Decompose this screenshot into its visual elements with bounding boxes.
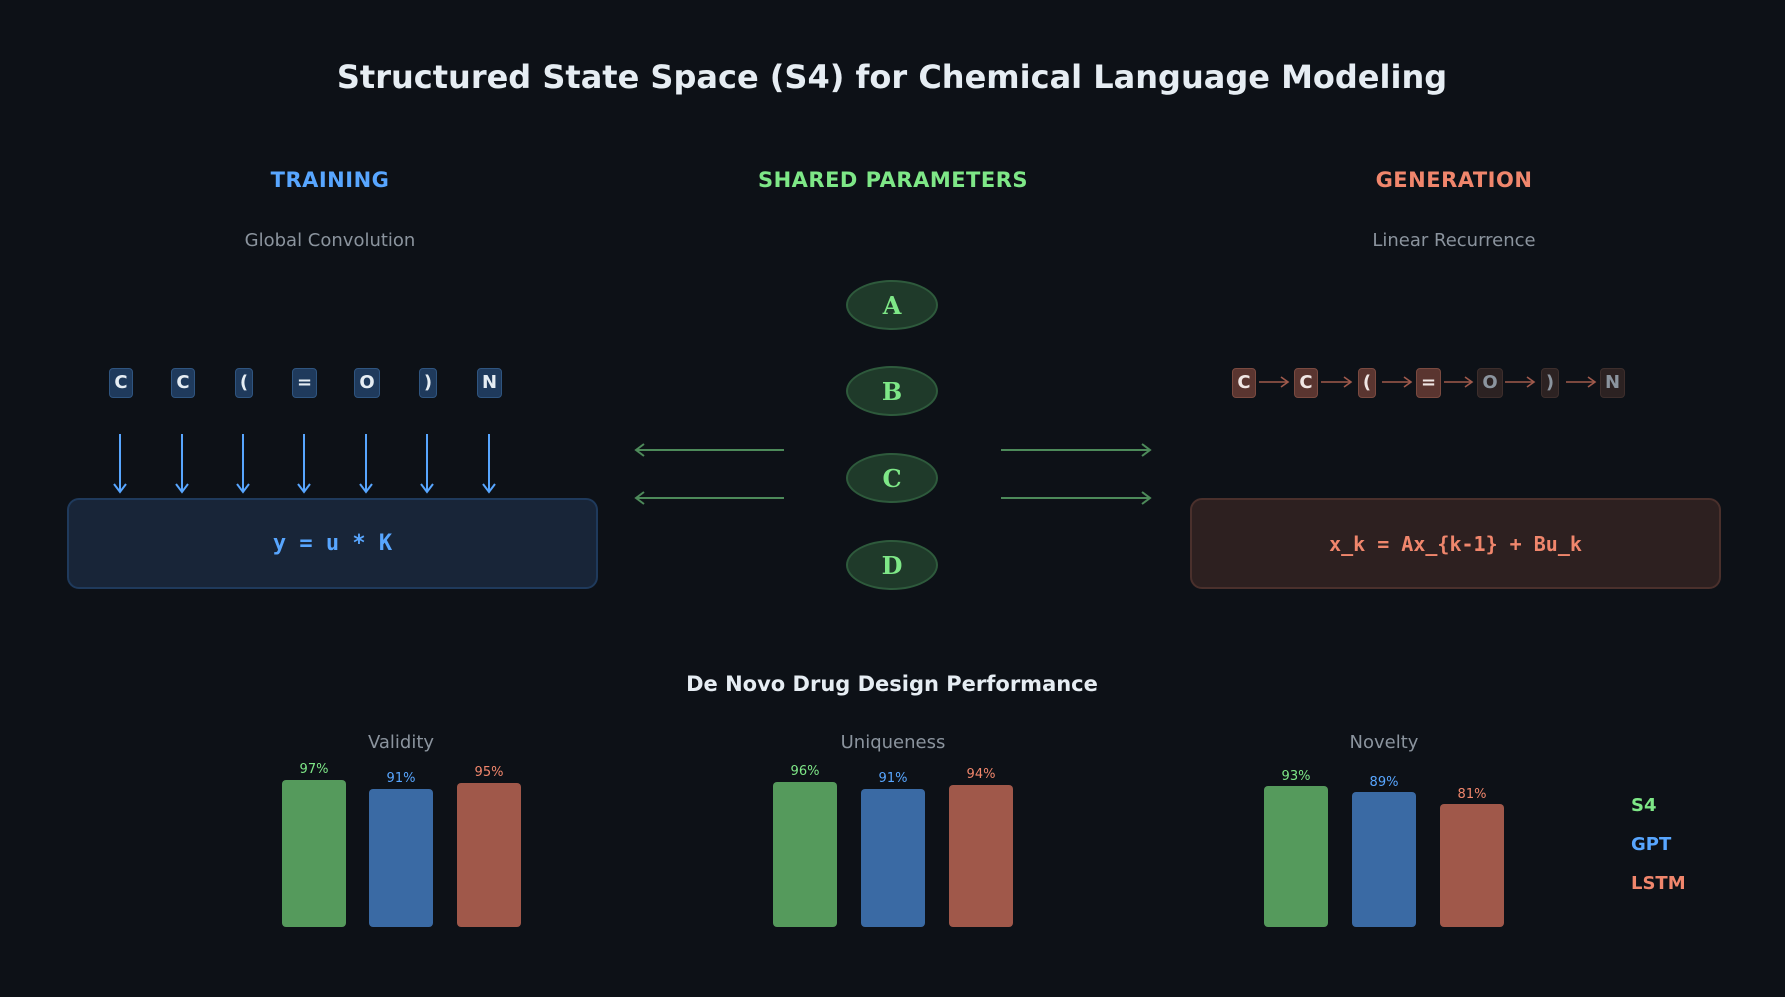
- generation-token-active: C: [1232, 368, 1256, 398]
- generation-subtitle: Linear Recurrence: [1372, 230, 1536, 251]
- bar-gpt-novelty: [1352, 792, 1416, 927]
- value-label: 93%: [1281, 769, 1311, 784]
- training-token: ): [419, 368, 437, 398]
- value-label: 91%: [878, 771, 908, 786]
- legend-lstm: LSTM: [1631, 873, 1686, 894]
- training-token: N: [477, 368, 502, 398]
- legend-gpt: GPT: [1631, 834, 1672, 855]
- param-d-node: D: [846, 540, 938, 590]
- convolution-equation-box: y = u * K: [67, 498, 598, 589]
- bar-s4-uniqueness: [773, 782, 837, 927]
- page-title: Structured State Space (S4) for Chemical…: [336, 58, 1448, 96]
- training-token: (: [235, 368, 253, 398]
- training-token: C: [109, 368, 133, 398]
- metric-label-novelty: Novelty: [1349, 732, 1419, 753]
- param-c-node: C: [846, 453, 938, 503]
- training-token: O: [354, 368, 380, 398]
- shared-heading: SHARED PARAMETERS: [757, 168, 1029, 192]
- recurrence-arrows: [1259, 376, 1597, 388]
- chart-title: De Novo Drug Design Performance: [686, 672, 1098, 696]
- legend-s4: S4: [1631, 795, 1657, 816]
- param-a-node: A: [846, 280, 938, 330]
- training-token: =: [292, 368, 317, 398]
- metric-label-uniqueness: Uniqueness: [840, 732, 946, 753]
- generation-heading: GENERATION: [1375, 168, 1533, 192]
- bar-gpt-uniqueness: [861, 789, 925, 927]
- training-token: C: [171, 368, 195, 398]
- bar-lstm-uniqueness: [949, 785, 1013, 927]
- recurrence-equation-box: x_k = Ax_{k-1} + Bu_k: [1190, 498, 1721, 589]
- training-subtitle: Global Convolution: [244, 230, 416, 251]
- value-label: 95%: [474, 765, 504, 780]
- value-label: 96%: [790, 764, 820, 779]
- bar-lstm-validity: [457, 783, 521, 927]
- convolution-arrows: [113, 434, 496, 494]
- generation-token-pending: O: [1477, 368, 1503, 398]
- generation-token-pending: N: [1600, 368, 1625, 398]
- value-label: 81%: [1457, 787, 1487, 802]
- recurrence-equation: x_k = Ax_{k-1} + Bu_k: [1329, 531, 1582, 556]
- generation-token-active: C: [1294, 368, 1318, 398]
- generation-token-active: =: [1416, 368, 1441, 398]
- bar-s4-novelty: [1264, 786, 1328, 927]
- bar-lstm-novelty: [1440, 804, 1504, 927]
- generation-token-pending: ): [1541, 368, 1559, 398]
- value-label: 89%: [1369, 775, 1399, 790]
- training-heading: TRAINING: [270, 168, 390, 192]
- value-label: 94%: [966, 767, 996, 782]
- bar-s4-validity: [282, 780, 346, 927]
- value-label: 97%: [299, 762, 329, 777]
- metric-label-validity: Validity: [367, 732, 435, 753]
- param-b-node: B: [846, 366, 938, 416]
- shared-param-arrows: [634, 443, 1152, 505]
- convolution-equation: y = u * K: [272, 531, 393, 556]
- generation-token-active: (: [1358, 368, 1376, 398]
- value-label: 91%: [386, 771, 416, 786]
- bar-gpt-validity: [369, 789, 433, 927]
